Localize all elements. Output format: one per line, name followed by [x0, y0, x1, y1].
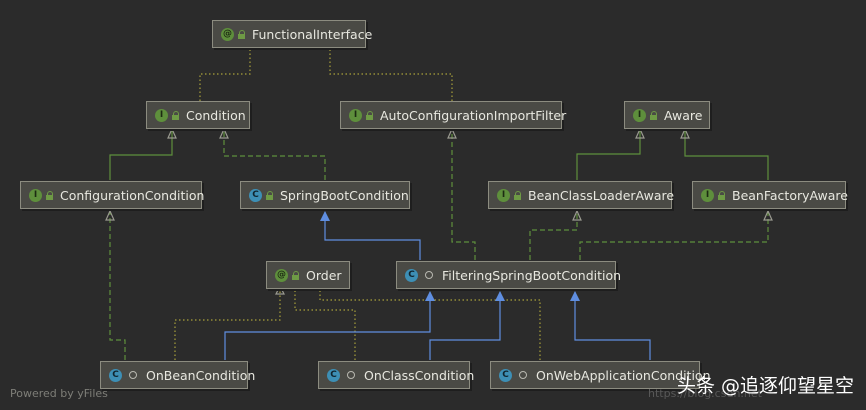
node-configuration-condition[interactable]: I ConfigurationCondition [20, 181, 205, 209]
edge-onbean-configcondition [109, 212, 126, 360]
node-label: BeanFactoryAware [732, 187, 848, 203]
powered-by-footer: Powered by yFiles [10, 387, 108, 400]
node-label: Condition [186, 107, 246, 123]
node-label: Aware [664, 107, 703, 123]
class-icon: C [327, 368, 340, 382]
node-label: OnWebApplicationCondition [536, 367, 711, 383]
edge-onclass-order [294, 287, 356, 360]
node-label: FilteringSpringBootCondition [442, 267, 622, 283]
interface-icon: I [633, 108, 646, 122]
class-extends-edges [224, 212, 651, 360]
node-on-class-condition[interactable]: C OnClassCondition [318, 361, 474, 389]
lock-icon [650, 110, 658, 120]
interface-icon: I [155, 108, 168, 122]
arrowhead [425, 291, 435, 301]
node-label: BeanClassLoaderAware [528, 187, 675, 203]
arrowhead [495, 291, 505, 301]
arrowhead [572, 209, 582, 221]
node-label: OnBeanCondition [146, 367, 256, 383]
edge-configcondition-condition [109, 130, 173, 180]
node-on-bean-condition[interactable]: C OnBeanCondition [100, 361, 255, 389]
arrowhead [320, 211, 330, 221]
node-label: OnClassCondition [364, 367, 475, 383]
lock-icon [266, 190, 274, 200]
node-label: Order [306, 267, 342, 283]
package-visibility-icon [519, 371, 527, 379]
node-functional-interface[interactable]: @ FunctionalInterface [212, 20, 372, 48]
annotation-icon: @ [275, 268, 288, 282]
interface-icon: I [29, 188, 42, 202]
edge-onclass-filtering [429, 292, 501, 360]
node-bean-factory-aware[interactable]: I BeanFactoryAware [692, 181, 848, 209]
interface-icon: I [497, 188, 510, 202]
abstract-class-icon: C [249, 188, 262, 202]
lock-icon [46, 190, 54, 200]
edge-autofilter-functionalinterface [329, 48, 453, 101]
arrowhead [570, 291, 580, 301]
node-condition[interactable]: I Condition [146, 101, 250, 129]
edge-onbean-filtering [224, 292, 431, 360]
package-visibility-icon [129, 371, 137, 379]
node-label: FunctionalInterface [252, 26, 373, 42]
edge-springboot-condition [223, 130, 326, 180]
class-icon: C [499, 368, 512, 382]
class-icon: C [109, 368, 122, 382]
abstract-class-icon: C [405, 268, 418, 282]
edge-beanfactory-aware [684, 130, 769, 180]
lock-icon [514, 190, 522, 200]
lock-icon [366, 110, 374, 120]
edge-filtering-beanclassloader [529, 212, 578, 260]
package-visibility-icon [425, 271, 433, 279]
arrowhead [635, 127, 645, 139]
annotation-edges [174, 48, 541, 360]
lock-icon [292, 270, 300, 280]
node-on-web-application-condition[interactable]: C OnWebApplicationCondition [490, 361, 711, 389]
edge-filtering-beanfactory [579, 212, 769, 260]
edge-beanclassloader-aware [576, 130, 641, 180]
edge-filtering-springboot [324, 212, 421, 260]
arrowhead [167, 127, 177, 139]
arrowhead [219, 127, 229, 139]
edge-onbean-order [174, 287, 281, 360]
lock-icon [238, 29, 246, 39]
node-spring-boot-condition[interactable]: C SpringBootCondition [240, 181, 410, 209]
node-filtering-spring-boot-condition[interactable]: C FilteringSpringBootCondition [396, 261, 621, 289]
edge-onweb-filtering [574, 292, 651, 360]
lock-icon [172, 110, 180, 120]
node-label: AutoConfigurationImportFilter [380, 107, 567, 123]
arrowhead [763, 209, 773, 221]
implements-edges [109, 130, 769, 360]
annotation-icon: @ [221, 27, 234, 41]
edge-filtering-autofilter [451, 130, 476, 260]
node-order[interactable]: @ Order [266, 261, 350, 289]
package-visibility-icon [347, 371, 355, 379]
node-bean-class-loader-aware[interactable]: I BeanClassLoaderAware [488, 181, 675, 209]
interface-icon: I [349, 108, 362, 122]
node-aware[interactable]: I Aware [624, 101, 710, 129]
arrowhead [105, 209, 115, 221]
arrowhead [680, 127, 690, 139]
arrowheads [105, 39, 773, 301]
node-label: ConfigurationCondition [60, 187, 205, 203]
node-auto-configuration-import-filter[interactable]: I AutoConfigurationImportFilter [340, 101, 566, 129]
faded-watermark: https://blog.csdn.net [648, 387, 762, 400]
edge-condition-functionalinterface [199, 48, 251, 101]
arrowhead [275, 284, 285, 295]
interface-icon: I [701, 188, 714, 202]
watermark: 头条 @追逐仰望星空 [676, 375, 854, 397]
interface-extends-edges [109, 130, 769, 180]
arrowhead [447, 127, 457, 139]
node-label: SpringBootCondition [280, 187, 409, 203]
lock-icon [718, 190, 726, 200]
